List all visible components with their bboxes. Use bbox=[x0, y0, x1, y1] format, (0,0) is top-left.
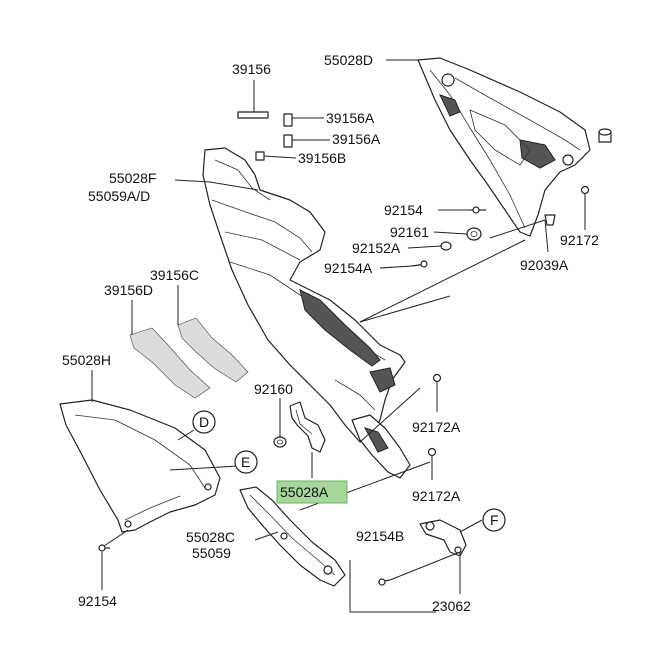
label-39156C: 39156C bbox=[150, 267, 199, 283]
label-39156A-1: 39156A bbox=[326, 110, 375, 126]
label-55028C: 55028C bbox=[186, 529, 235, 545]
grommet-92160 bbox=[273, 436, 287, 448]
highlight-box-55028A bbox=[276, 480, 348, 504]
label-92172: 92172 bbox=[560, 232, 599, 248]
callout-D-letter: D bbox=[199, 414, 209, 430]
main-side-cowl bbox=[202, 147, 406, 443]
leader-lines bbox=[91, 59, 549, 613]
label-39156B: 39156B bbox=[298, 150, 346, 166]
inner-lower-bracket bbox=[351, 414, 411, 479]
grommet-upper bbox=[598, 128, 612, 143]
pad-39156C bbox=[177, 317, 249, 383]
stay-23062 bbox=[419, 519, 467, 557]
clip-92039A bbox=[544, 214, 556, 226]
label-39156A-2: 39156A bbox=[332, 131, 381, 147]
bolt-92172-upper bbox=[580, 185, 590, 230]
label-39156: 39156 bbox=[232, 61, 271, 77]
clip-39156A-2 bbox=[283, 134, 293, 148]
label-55028H: 55028H bbox=[62, 352, 111, 368]
screw-92154-top bbox=[470, 206, 486, 214]
bolt-92172A-2 bbox=[427, 447, 437, 480]
screw-92154-bottom-left bbox=[98, 544, 110, 552]
lower-cowl bbox=[239, 486, 346, 587]
clip-39156A-1 bbox=[283, 113, 293, 127]
label-92154-top: 92154 bbox=[384, 202, 423, 218]
label-55028D: 55028D bbox=[324, 52, 373, 68]
label-92154-bottom: 92154 bbox=[78, 593, 117, 609]
inner-cowl-panel-upper-right bbox=[417, 57, 591, 237]
label-23062: 23062 bbox=[432, 598, 471, 614]
label-92172A-1: 92172A bbox=[412, 419, 461, 435]
label-92154A: 92154A bbox=[324, 260, 373, 276]
callout-F bbox=[482, 508, 506, 532]
lower-side-panel bbox=[59, 399, 221, 533]
label-92154B: 92154B bbox=[356, 528, 404, 544]
label-92152A: 92152A bbox=[352, 240, 401, 256]
bolt-92172A-1 bbox=[432, 373, 442, 412]
clip-39156B bbox=[255, 151, 265, 161]
label-92039A: 92039A bbox=[520, 257, 569, 273]
callout-E bbox=[234, 450, 258, 474]
label-92160: 92160 bbox=[254, 381, 293, 397]
label-55059: 55059 bbox=[192, 545, 231, 561]
screw-92154A bbox=[411, 260, 428, 268]
label-55059AD: 55059A/D bbox=[88, 188, 150, 204]
pad-39156D bbox=[129, 327, 211, 399]
label-55028A: 55028A bbox=[280, 484, 329, 500]
label-55028F: 55028F bbox=[109, 170, 156, 186]
screw-92154B bbox=[377, 578, 391, 586]
label-92161: 92161 bbox=[390, 224, 429, 240]
label-39156D: 39156D bbox=[104, 282, 153, 298]
label-92172A-2: 92172A bbox=[412, 488, 461, 504]
callout-F-letter: F bbox=[490, 512, 499, 528]
callout-E-letter: E bbox=[241, 454, 250, 470]
callout-D bbox=[192, 410, 216, 434]
bracket-55028A bbox=[289, 401, 326, 453]
strip-39156 bbox=[237, 111, 269, 119]
grommet-92161 bbox=[466, 227, 482, 241]
washer-92152A bbox=[440, 241, 452, 251]
